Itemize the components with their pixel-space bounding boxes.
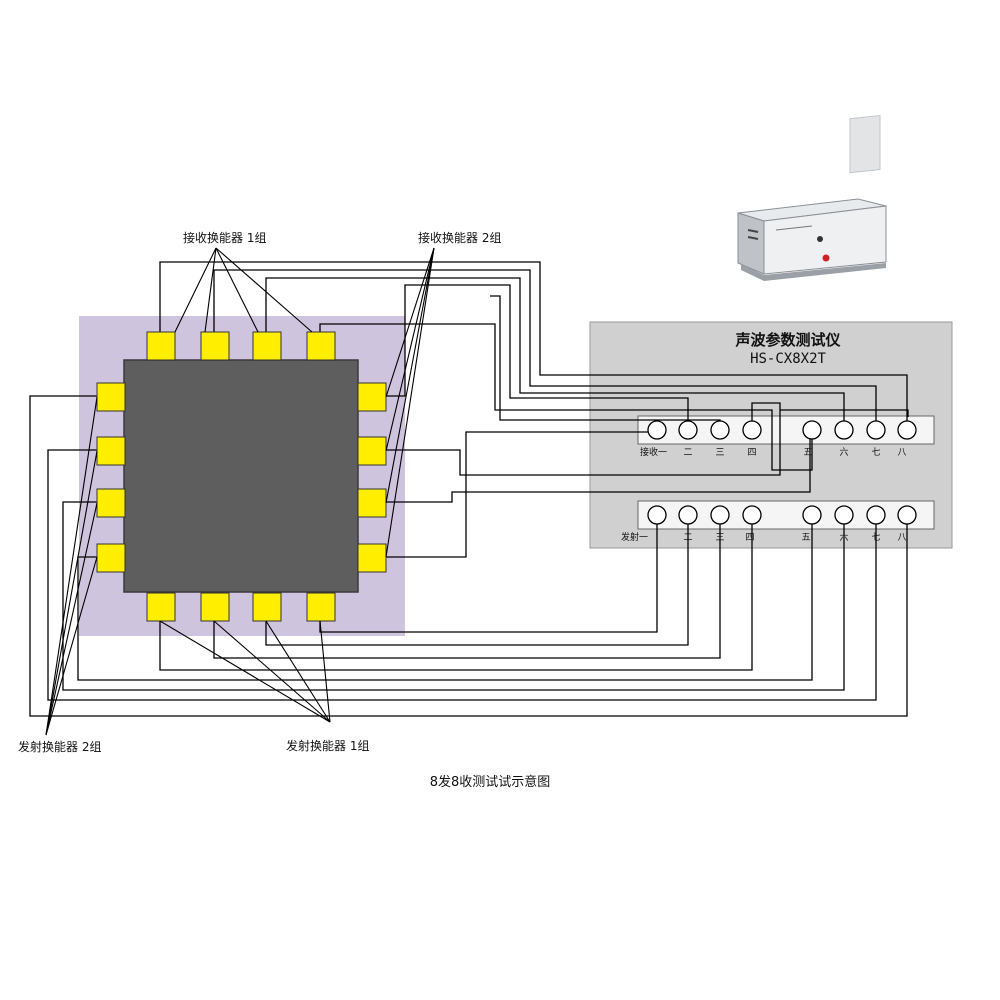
diagram-caption: 8发8收测试试示意图 xyxy=(430,774,551,790)
transmit-port-label: 二 xyxy=(683,533,692,543)
transmit-port-label: 六 xyxy=(839,531,848,543)
receive-port-label: 五 xyxy=(803,448,812,458)
transmit-ports xyxy=(647,505,917,525)
receive-port-label: 七 xyxy=(871,447,880,458)
transmit-port-label: 五 xyxy=(801,533,810,543)
receiver-transducer xyxy=(146,331,176,361)
receiver-group1-label: 接收换能器 1组 xyxy=(183,230,266,245)
receive-port-label: 接收一 xyxy=(640,446,667,458)
receive-port-label: 三 xyxy=(715,448,724,458)
transmitter-transducer xyxy=(96,543,126,573)
transmitter-transducer xyxy=(252,592,282,622)
receiver-transducer xyxy=(357,488,387,518)
transmitter-transducer xyxy=(306,592,336,622)
group-pointers xyxy=(45,247,435,736)
receiver-transducer xyxy=(357,382,387,412)
instrument-model: HS-CX8X2T xyxy=(750,351,826,367)
transmitter-group2-label: 发射换能器 2组 xyxy=(18,739,101,754)
transmit-port-label: 三 xyxy=(715,533,724,543)
receive-port-label: 六 xyxy=(839,446,848,458)
receiver-transducer xyxy=(357,436,387,466)
receive-port-label: 八 xyxy=(897,448,906,458)
receive-ports xyxy=(647,420,917,440)
specimen-block xyxy=(123,359,359,593)
transmit-port-label: 七 xyxy=(871,532,880,543)
transmitter-transducer xyxy=(96,382,126,412)
transmitter-transducer xyxy=(146,592,176,622)
receive-port-label: 四 xyxy=(747,448,756,458)
receiver-transducer xyxy=(252,331,282,361)
transmitter-transducer xyxy=(96,436,126,466)
receiver-transducer xyxy=(357,543,387,573)
transmit-port-label: 发射一 xyxy=(621,531,648,543)
instrument-name: 声波参数测试仪 xyxy=(734,331,841,349)
receiver-group2-label: 接收换能器 2组 xyxy=(418,230,501,245)
instrument-photo xyxy=(737,114,887,281)
transmit-port-label: 八 xyxy=(897,533,906,543)
transmitter-transducer xyxy=(200,592,230,622)
transmit-port-label: 四 xyxy=(745,533,754,543)
transmitter-transducer xyxy=(96,488,126,518)
receiver-transducer xyxy=(200,331,230,361)
wiring xyxy=(29,261,909,717)
receive-port-label: 二 xyxy=(683,448,692,458)
transmitter-group1-label: 发射换能器 1组 xyxy=(286,738,369,753)
receiver-transducer xyxy=(306,331,336,361)
